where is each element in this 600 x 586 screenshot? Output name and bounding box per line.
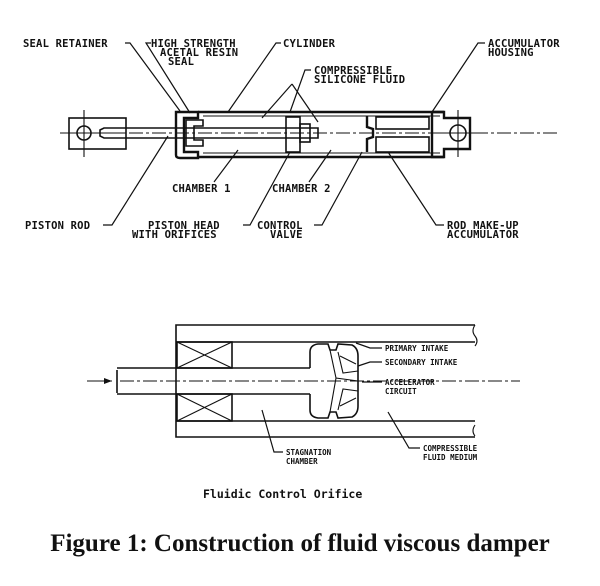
- label-seal-line3: SEAL: [168, 56, 194, 68]
- label-control-valve-line2: VALVE: [270, 229, 303, 241]
- label-rod-makeup-line1: ROD MAKE-UP: [447, 220, 519, 232]
- label-medium-line1: COMPRESSIBLE: [423, 444, 478, 453]
- rod-makeup-accumulator-shape: [375, 116, 430, 153]
- label-piston-head-line1: PISTON HEAD: [148, 220, 220, 232]
- label-fluid-line1: COMPRESSIBLE: [314, 65, 392, 77]
- seal-box-lower: [176, 393, 233, 422]
- label-secondary-intake: SECONDARY INTAKE: [385, 358, 458, 367]
- label-medium-line2: FLUID MEDIUM: [423, 453, 478, 462]
- flow-arrow-icon: [87, 378, 112, 384]
- seal-retainer-shape: [174, 110, 204, 160]
- label-control-valve-line1: CONTROL: [257, 220, 303, 232]
- control-valve-shape: [365, 116, 375, 152]
- label-stagnation-line2: CHAMBER: [286, 457, 318, 466]
- label-seal-line1: HIGH STRENGTH: [151, 38, 236, 50]
- label-accelerator-line2: CIRCUIT: [385, 387, 417, 396]
- label-fluid-line2: SILICONE FLUID: [314, 74, 405, 86]
- label-stagnation-line1: STAGNATION: [286, 448, 332, 457]
- seal-box-upper: [176, 341, 233, 369]
- bottom-labels: PRIMARY INTAKE SECONDARY INTAKE ACCELERA…: [203, 342, 478, 501]
- label-seal-retainer: SEAL RETAINER: [23, 38, 108, 50]
- cylinder-shape: [198, 110, 444, 159]
- piston-head-shape: [285, 116, 311, 153]
- label-piston-head-line2: WITH ORIFICES: [132, 229, 217, 241]
- label-piston-rod: PISTON ROD: [25, 220, 90, 232]
- label-accum-housing-line2: HOUSING: [488, 47, 534, 59]
- label-chamber1: CHAMBER 1: [172, 183, 231, 195]
- left-clevis: [62, 110, 127, 157]
- label-accum-housing-line1: ACCUMULATOR: [488, 38, 560, 50]
- orifice-subtitle: Fluidic Control Orifice: [203, 487, 362, 501]
- label-seal-line2: ACETAL RESIN: [160, 47, 238, 59]
- label-rod-makeup-line2: ACCUMULATOR: [447, 229, 519, 241]
- top-labels: SEAL RETAINER HIGH STRENGTH ACETAL RESIN…: [23, 38, 560, 241]
- fluidic-orifice-section: [87, 324, 520, 438]
- accumulator-housing-shape: [430, 110, 488, 159]
- damper-cross-section: [60, 110, 560, 160]
- figure-caption: Figure 1: Construction of fluid viscous …: [50, 530, 550, 557]
- label-cylinder: CYLINDER: [283, 38, 336, 50]
- label-accelerator-line1: ACCELERATOR: [385, 378, 435, 387]
- orifice-head-shape: [309, 343, 359, 419]
- label-primary-intake: PRIMARY INTAKE: [385, 344, 449, 353]
- label-chamber2: CHAMBER 2: [272, 183, 331, 195]
